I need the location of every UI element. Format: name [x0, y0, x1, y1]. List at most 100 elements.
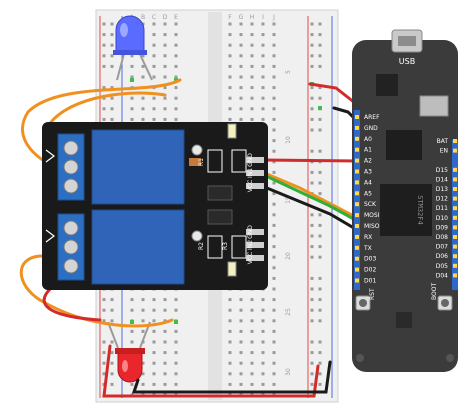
board-pin [355, 147, 359, 152]
header-pin-label: VCC [247, 252, 254, 264]
header-pin-label: IN2 [247, 240, 254, 250]
row-number: 10 [285, 136, 292, 144]
board-pin [355, 125, 359, 130]
header-pin-label: GND [247, 225, 254, 239]
board-pin-label: GND [364, 125, 378, 132]
board-pin-label: D06 [436, 253, 448, 260]
column-letter: G [239, 14, 244, 21]
board-pin-label: EN [440, 148, 448, 155]
board-pin [453, 139, 457, 143]
board-pin [355, 278, 359, 283]
board-pin [453, 215, 457, 220]
board-pin-label: D10 [436, 215, 448, 222]
column-letter: H [250, 14, 255, 21]
boot-label: BOOT [431, 283, 438, 300]
header-pin-label: VCC [247, 180, 254, 192]
terminal-block-bottom [57, 213, 85, 281]
board-pin-label: D05 [436, 263, 448, 270]
board-pin [453, 235, 457, 239]
column-letter: B [141, 14, 145, 21]
board-pin-label: A5 [364, 190, 372, 197]
board-pin-label: A4 [364, 179, 372, 186]
board-pin [453, 273, 457, 278]
board-pin-label: D07 [436, 244, 448, 251]
blue-led [113, 15, 153, 81]
board-pin [453, 196, 457, 201]
board-pin-label: A2 [364, 158, 372, 165]
board-pin [355, 224, 359, 228]
board-pin-label: TX [363, 245, 372, 252]
board-pin-label: MISO [364, 223, 380, 230]
board-pin [355, 191, 359, 196]
board-pin [453, 177, 457, 182]
board-pin-label: D14 [436, 176, 448, 183]
board-pin [355, 180, 359, 185]
board-pin [355, 213, 359, 218]
board-pin [355, 158, 359, 163]
board-pin-label: D01 [364, 278, 376, 285]
header-pin [246, 170, 264, 176]
board-pin-label: A0 [364, 136, 372, 143]
board-pin [453, 187, 457, 191]
column-letter: F [228, 14, 232, 21]
row-number: 30 [285, 368, 292, 376]
board-pin-label: RX [364, 234, 372, 241]
board-pin-label: D03 [364, 256, 376, 263]
board-pin-label: D15 [436, 167, 448, 174]
column-letter: I [262, 14, 264, 21]
board-pin-label: D04 [436, 272, 448, 279]
column-letter: J [272, 14, 275, 21]
header-pin [246, 183, 264, 189]
board-pin [355, 256, 359, 261]
board-pin [453, 263, 457, 268]
resistor-label-r1: R1 [198, 158, 205, 166]
board-pin [355, 245, 359, 250]
row-number: 25 [285, 308, 292, 316]
board-pin [355, 136, 359, 141]
board-pin-label: AREF [364, 114, 380, 121]
board-pin-label: D09 [436, 224, 448, 231]
relay-coil-top [91, 129, 185, 205]
boot-button[interactable] [437, 295, 453, 311]
column-letter: D [163, 14, 168, 21]
board-pin [453, 254, 457, 259]
board-pin [355, 267, 359, 272]
board-pin-label: A3 [364, 169, 372, 176]
mcu-chip [380, 184, 432, 236]
board-pin-label: BAT [437, 138, 449, 145]
column-letter: C [152, 14, 156, 21]
header-pin [246, 242, 264, 248]
board-pin [355, 169, 359, 174]
row-number: 5 [285, 70, 292, 74]
board-pin-label: SCK [364, 201, 377, 208]
header-pin [246, 157, 264, 163]
column-letter: E [174, 14, 178, 21]
reset-button[interactable] [355, 295, 371, 311]
board-pin-label: D02 [364, 267, 376, 274]
resistor-label-r3: R3 [222, 242, 229, 250]
resistor-label-r2: R2 [198, 242, 205, 250]
terminal-block-top [57, 133, 85, 201]
reset-label: RST [369, 288, 376, 300]
board-pin-label: MOSI [364, 212, 380, 219]
board-pin-label: A1 [364, 147, 372, 154]
board-pin [355, 202, 359, 207]
header-pin-label: IN1 [247, 168, 254, 178]
relay-coil-bottom [91, 209, 185, 285]
board-pin [453, 244, 457, 249]
board-pin-label: D11 [436, 205, 448, 212]
board-pin [453, 225, 457, 230]
mcu-label: STM32F4 [416, 195, 424, 225]
row-number: 15 [285, 196, 292, 204]
board-pin-label: D13 [436, 186, 448, 193]
usb-label: USB [399, 57, 415, 66]
board-pin [453, 206, 457, 211]
board-pin-label: D08 [436, 234, 448, 241]
header-pin [246, 255, 264, 261]
header-pin-label: GND [247, 153, 254, 167]
